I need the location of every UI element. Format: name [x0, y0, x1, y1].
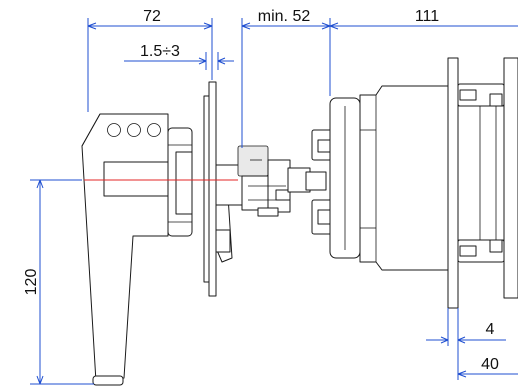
dim-min-52: min. 52 — [241, 8, 331, 148]
dim-min-52-label: min. 52 — [258, 8, 311, 25]
handle-grip-end — [92, 375, 124, 386]
handle-hub — [167, 127, 193, 237]
dim-4-label: 4 — [486, 321, 495, 338]
switch-body — [311, 57, 518, 309]
dim-gap-range: 1.5÷3 — [124, 43, 234, 70]
dim-40: 40 — [457, 356, 518, 378]
dim-4: 4 — [426, 308, 506, 380]
handle — [81, 113, 169, 386]
dim-72: 72 — [87, 8, 213, 112]
handle-hole-2 — [127, 123, 141, 137]
dim-72-label: 72 — [143, 8, 161, 25]
dim-120-label: 120 — [23, 269, 40, 296]
handle-hole-1 — [107, 123, 121, 137]
handle-slot — [103, 161, 169, 197]
dim-40-label: 40 — [481, 356, 499, 373]
dim-120: 120 — [23, 179, 94, 385]
shaft-coupling — [215, 145, 327, 217]
handle-body — [81, 113, 169, 383]
dim-111: 111 — [329, 8, 518, 30]
handle-hole-3 — [147, 123, 161, 137]
dim-gap-range-label: 1.5÷3 — [140, 43, 180, 60]
dim-111-label: 111 — [415, 8, 439, 25]
